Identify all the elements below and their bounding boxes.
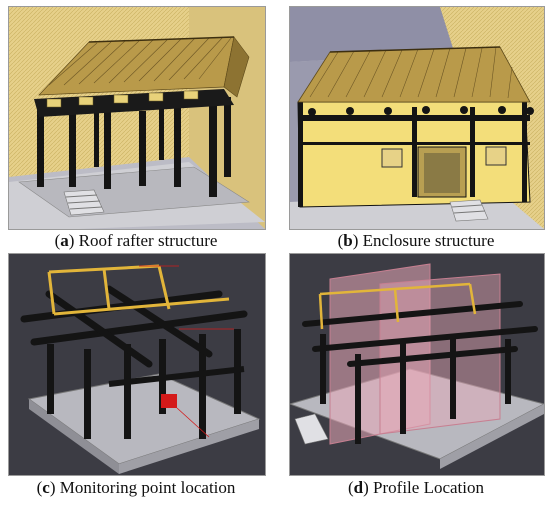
caption-b: (b) Enclosure structure xyxy=(337,231,495,250)
roof-rafter-render xyxy=(9,7,265,229)
profile-render xyxy=(290,254,544,475)
brackets xyxy=(46,90,199,108)
columns xyxy=(320,334,511,444)
panel-profile-location xyxy=(289,253,545,476)
panel-monitoring-point-location xyxy=(8,253,266,476)
caption-c: (c) Monitoring point location xyxy=(36,478,236,497)
roof-gable xyxy=(223,36,250,98)
gold-truss xyxy=(47,264,230,316)
window-right xyxy=(485,146,507,166)
caption-a: (a) Roof rafter structure xyxy=(54,231,218,250)
gold-truss xyxy=(318,282,477,330)
panel-roof-rafter-structure xyxy=(8,6,266,230)
caption-d: (d) Profile Location xyxy=(347,478,484,497)
monitoring-render xyxy=(9,254,265,475)
window-left xyxy=(381,148,403,168)
roof-tiles xyxy=(309,46,513,99)
monitoring-leader-lines xyxy=(139,265,234,438)
panel-enclosure-structure xyxy=(289,6,545,230)
rafters xyxy=(48,36,232,86)
monitoring-point-marker xyxy=(161,394,177,408)
enclosure-render xyxy=(290,7,544,229)
steps xyxy=(294,413,329,445)
lower-beam xyxy=(108,366,245,387)
columns xyxy=(37,97,231,197)
wall-columns xyxy=(298,102,527,207)
beams xyxy=(302,301,538,367)
bracket-heads xyxy=(308,106,534,116)
background-back xyxy=(290,7,470,62)
